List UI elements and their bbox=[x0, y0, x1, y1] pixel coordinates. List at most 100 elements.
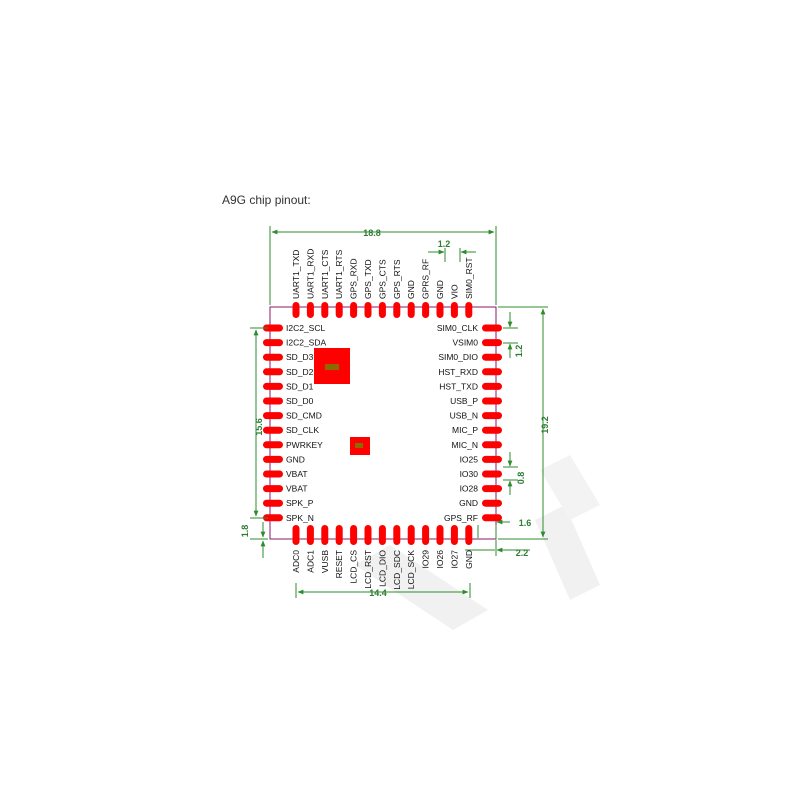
pad-right-3 bbox=[482, 368, 502, 376]
pin-label-bottom: ADC1 bbox=[305, 550, 315, 573]
pad-top-1 bbox=[306, 302, 314, 318]
pad-right-13 bbox=[482, 514, 502, 522]
pad-right-2 bbox=[482, 353, 502, 361]
pin-label-bottom: LCD_RST bbox=[363, 550, 373, 589]
pin-label-right: SIM0_CLK bbox=[437, 323, 478, 333]
pin-label-top: GPS_RXD bbox=[349, 258, 359, 299]
pin-label-top: GPS_RTS bbox=[392, 259, 402, 299]
pad-bottom-7 bbox=[393, 525, 401, 545]
pad-bottom-2 bbox=[321, 525, 329, 545]
pin-label-bottom: IO26 bbox=[435, 550, 445, 569]
pad-bottom-8 bbox=[407, 525, 415, 545]
pin-label-top: VIO bbox=[449, 284, 459, 299]
pin-label-bottom: GND bbox=[464, 550, 474, 569]
pin-label-left: I2C2_SDA bbox=[286, 338, 326, 348]
dim-pad-len-label: 1.6 bbox=[519, 518, 532, 528]
pad-left-3 bbox=[263, 368, 283, 376]
pad-top-2 bbox=[321, 302, 329, 318]
pad-bottom-9 bbox=[422, 525, 430, 545]
pad-top-3 bbox=[335, 302, 343, 318]
pad-top-4 bbox=[350, 302, 358, 318]
pad-left-0 bbox=[263, 324, 283, 332]
caption: A9G chip pinout: bbox=[222, 193, 311, 207]
watermark bbox=[355, 455, 600, 630]
pin-label-bottom: ADC0 bbox=[291, 550, 301, 573]
pin-label-right: VSIM0 bbox=[452, 338, 478, 348]
pad-top-9 bbox=[422, 302, 430, 318]
pad-left-9 bbox=[263, 455, 283, 463]
pad-left-11 bbox=[263, 485, 283, 493]
pad-top-8 bbox=[407, 302, 415, 318]
dim-height-label: 19.2 bbox=[540, 416, 550, 434]
pad-left-10 bbox=[263, 470, 283, 478]
pad-bottom-4 bbox=[350, 525, 358, 545]
pad-left-5 bbox=[263, 397, 283, 405]
pad-top-5 bbox=[364, 302, 372, 318]
pin-label-left: SD_D2 bbox=[286, 367, 314, 377]
pin-label-top: GPS_TXD bbox=[363, 259, 373, 299]
pads-top bbox=[292, 302, 473, 318]
pin-label-right: MIC_P bbox=[452, 425, 478, 435]
pin-label-left: SPK_P bbox=[286, 498, 314, 508]
pad-bottom-1 bbox=[306, 525, 314, 545]
dim-pad-gap-label: 0.8 bbox=[516, 472, 526, 485]
pad-right-4 bbox=[482, 382, 502, 390]
pads-bottom bbox=[292, 525, 473, 545]
pin-label-left: SPK_N bbox=[286, 513, 314, 523]
pin-label-top: GPRS_RF bbox=[421, 259, 431, 299]
center-pad-small-dot bbox=[355, 443, 363, 448]
pad-bottom-5 bbox=[364, 525, 372, 545]
pin-label-bottom: LCD_DIO bbox=[377, 550, 387, 587]
pad-top-6 bbox=[378, 302, 386, 318]
pads-right bbox=[482, 324, 502, 522]
pin-label-right: IO28 bbox=[460, 484, 479, 494]
dim-pin-span-left-label: 15.6 bbox=[254, 418, 264, 436]
pad-top-0 bbox=[292, 302, 300, 318]
pad-bottom-10 bbox=[436, 525, 444, 545]
pin-label-right: GPS_RF bbox=[444, 513, 478, 523]
pin-label-top: UART1_RTS bbox=[334, 249, 344, 299]
pin-label-top: GND bbox=[406, 280, 416, 299]
pad-right-6 bbox=[482, 412, 502, 420]
pin-label-top: SIM0_RST bbox=[464, 257, 474, 299]
dim-edge-right-label: 2.2 bbox=[516, 548, 529, 558]
pad-bottom-3 bbox=[335, 525, 343, 545]
pin-label-left: SD_D0 bbox=[286, 396, 314, 406]
dim-pitch-top-label: 1.2 bbox=[438, 239, 451, 249]
pin-label-left: SD_CLK bbox=[286, 425, 319, 435]
pad-bottom-6 bbox=[378, 525, 386, 545]
pin-label-bottom: VUSB bbox=[320, 550, 330, 573]
pad-left-12 bbox=[263, 499, 283, 507]
pad-bottom-12 bbox=[465, 525, 473, 545]
pin-label-right: HST_RXD bbox=[438, 367, 478, 377]
pad-top-12 bbox=[465, 302, 473, 318]
pin-label-left: VBAT bbox=[286, 484, 308, 494]
pad-left-1 bbox=[263, 339, 283, 347]
dim-pitch-right-label: 1.2 bbox=[514, 345, 524, 358]
pin-label-top: UART1_TXD bbox=[291, 250, 301, 299]
pin-label-left: PWRKEY bbox=[286, 440, 323, 450]
pin-label-right: USB_P bbox=[450, 396, 478, 406]
pin-label-left: SD_D3 bbox=[286, 352, 314, 362]
pad-right-7 bbox=[482, 426, 502, 434]
pin-label-bottom: IO27 bbox=[449, 550, 459, 569]
pin-label-top: UART1_CTS bbox=[320, 249, 330, 299]
pin-label-left: GND bbox=[286, 454, 305, 464]
pin-label-right: GND bbox=[459, 498, 478, 508]
pin-label-top: GND bbox=[435, 280, 445, 299]
pad-right-5 bbox=[482, 397, 502, 405]
dim-edge-bottom-label: 1.8 bbox=[240, 525, 250, 538]
pad-right-9 bbox=[482, 455, 502, 463]
pads-left bbox=[263, 324, 283, 522]
pad-left-2 bbox=[263, 353, 283, 361]
pin-label-bottom: RESET bbox=[334, 550, 344, 578]
pad-right-1 bbox=[482, 339, 502, 347]
pad-right-11 bbox=[482, 485, 502, 493]
pin-label-right: SIM0_DIO bbox=[438, 352, 478, 362]
pad-top-10 bbox=[436, 302, 444, 318]
pin-label-right: USB_N bbox=[450, 411, 478, 421]
pad-right-0 bbox=[482, 324, 502, 332]
pin-label-right: IO30 bbox=[460, 469, 479, 479]
